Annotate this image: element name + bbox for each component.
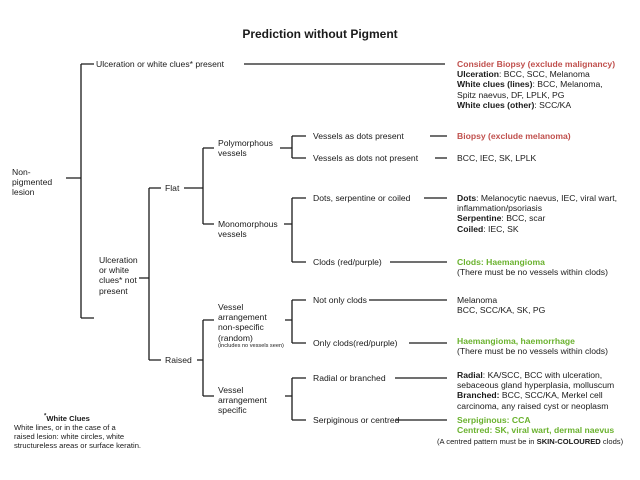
nonspecific-note: (includes no vessels seen) <box>218 342 284 349</box>
vessels-dots-not-present-node: Vessels as dots not present <box>313 153 419 163</box>
outcome-line: White clues (other): SCC/KA <box>457 99 572 110</box>
page-title: Prediction without Pigment <box>242 27 398 41</box>
only-clods-outcome: Haemangioma, haemorrhage (There must be … <box>457 336 608 357</box>
white-clues-footnote: *White Clues White lines, or in the case… <box>14 413 142 450</box>
centred-pattern-note: (A centred pattern must be in SKIN-COLOU… <box>437 437 624 446</box>
serpiginous-outcome: Serpiginous: CCA Centred: SK, viral wart… <box>457 415 615 436</box>
flat-node: Flat <box>165 183 180 193</box>
biopsy-exclude-melanoma: Biopsy (exclude melanoma) <box>457 131 571 141</box>
vessels-dots-not-present-outcome: BCC, IEC, SK, LPLK <box>457 153 537 163</box>
ulceration-present-node: Ulceration or white clues* present <box>96 59 225 69</box>
dots-outcome: Dots: Melanocytic naevus, IEC, viral war… <box>457 193 617 234</box>
radial-outcome: Radial: KA/SCC, BCC with ulceration, seb… <box>457 370 615 411</box>
root-node: Non-pigmented lesion <box>12 167 53 198</box>
clods-node: Clods (red/purple) <box>313 257 382 267</box>
dots-serpentine-coiled-node: Dots, serpentine or coiled <box>313 193 411 203</box>
ulceration-outcome: Consider Biopsy (exclude malignancy) Ulc… <box>457 59 615 110</box>
outcome-line: White clues (lines): BCC, Melanoma, <box>457 79 603 90</box>
not-only-clods-node: Not only clods <box>313 295 367 305</box>
clods-outcome: Clods: Haemangioma (There must be no ves… <box>457 257 608 278</box>
consider-biopsy-label: Consider Biopsy (exclude malignancy) <box>457 59 616 69</box>
outcome-line: Ulceration: BCC, SCC, Melanoma <box>457 69 590 80</box>
vessels-dots-present-node: Vessels as dots present <box>313 131 404 141</box>
radial-branched-node: Radial or branched <box>313 373 386 383</box>
only-clods-node: Only clods(red/purple) <box>313 338 398 348</box>
raised-node: Raised <box>165 355 192 365</box>
serpiginous-centred-node: Serpiginous or centred <box>313 415 400 425</box>
outcome-line: Spitz naevus, DF, LPLK, PG <box>457 89 565 100</box>
